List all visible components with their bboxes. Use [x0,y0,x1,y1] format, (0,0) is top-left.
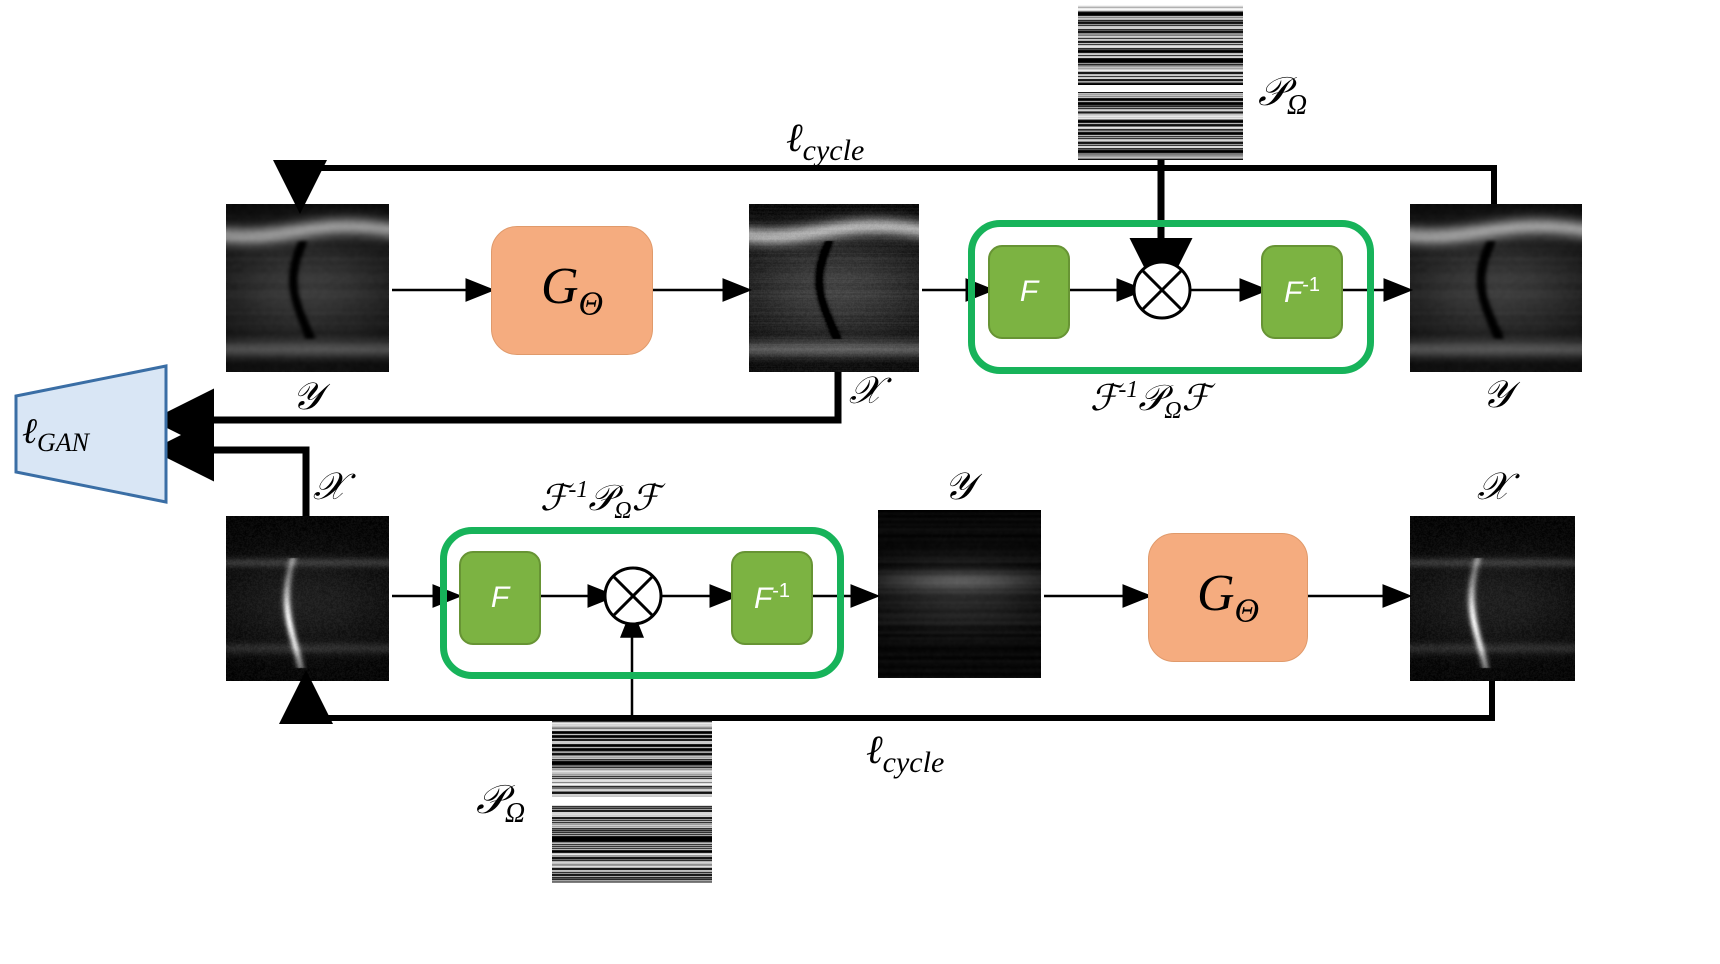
image-label-top-generated-x: 𝒳 [849,370,882,412]
gan-loss-path-from-bottom-x [151,418,310,516]
mri-image-top-output-y [1410,204,1582,372]
fourier-inverse-box-bottom[interactable]: F-1 [731,551,813,645]
image-label-top-output-y: 𝒴 [1482,374,1512,416]
fourier-forward-label-top: F [1019,275,1039,308]
cycle-loss-label-top: ℓcycle [786,115,865,167]
image-label-bottom-input-x: 𝒳 [313,466,346,508]
fourier-inverse-box-top[interactable]: F-1 [1261,245,1343,339]
fourier-forward-label-bottom: F [490,581,510,614]
mri-image-bottom-input-x [226,516,389,681]
multiply-operator-top [1132,260,1192,320]
fourier-inverse-label-bottom: F-1 [753,580,791,615]
image-label-top-input-y: 𝒴 [292,376,322,418]
multiply-operator-bottom [603,566,663,626]
sampling-mask-bottom-upper [552,717,712,797]
mask-label-top: 𝒫Ω [1258,69,1308,121]
cycle-loss-label-bottom: ℓcycle [866,727,945,779]
mri-image-bottom-output-x [1410,516,1575,681]
generator-box-top[interactable]: GΘ [491,226,653,355]
cycle-loss-path-top [273,160,1497,214]
generator-label-top: GΘ [540,258,604,323]
discriminator-shape[interactable] [14,364,168,504]
discriminator-loss-subscript: GAN [37,428,89,458]
mri-image-top-generated-x [749,204,919,372]
sampling-mask-bottom-lower [552,805,712,883]
mri-image-top-input-y [226,204,389,372]
mask-label-bottom: 𝒫Ω [476,777,526,829]
generator-box-bottom[interactable]: GΘ [1148,533,1308,662]
operator-label-bottom: ℱ-1𝒫Ωℱ [540,477,660,525]
image-label-bottom-intermediate-y: 𝒴 [944,466,974,508]
fourier-inverse-label-top: F-1 [1283,274,1321,309]
fourier-forward-box-bottom[interactable]: F [459,551,541,645]
sampling-mask-top-upper [1078,5,1243,85]
cycle-loss-path-bottom [279,670,1495,724]
sampling-mask-top-lower [1078,92,1243,160]
generator-label-bottom: GΘ [1196,565,1260,630]
mri-image-bottom-intermediate-y [878,510,1041,678]
fourier-operator-box-bottom [440,527,844,679]
discriminator-label: ℓGAN [22,410,89,458]
fourier-forward-box-top[interactable]: F [988,245,1070,339]
operator-label-top: ℱ-1𝒫Ωℱ [1090,377,1210,425]
image-label-bottom-output-x: 𝒳 [1477,466,1510,508]
discriminator-loss-symbol: ℓ [22,411,37,451]
gan-loss-path-from-top-x [151,372,842,452]
fourier-operator-box-top [968,220,1374,374]
